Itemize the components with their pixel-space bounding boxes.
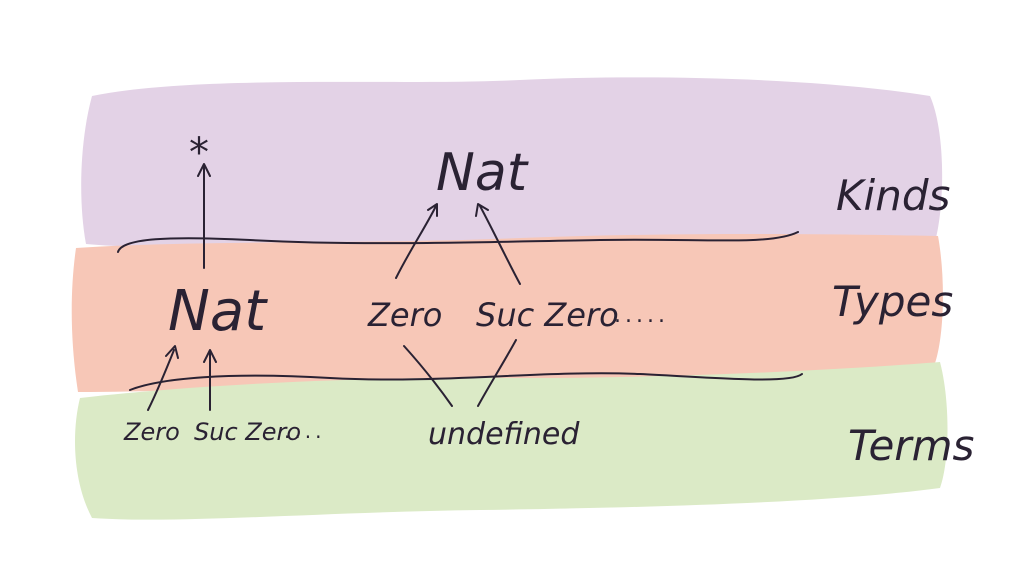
kind-nat-label: Nat [436,143,529,203]
type-suczero-label: Suc Zero [476,296,619,334]
type-nat-label: Nat [168,279,268,344]
kinds-types-boundary [117,231,799,253]
term-suczero-label: Suc Zero [194,418,301,446]
types-terms-boundary [129,372,803,391]
layer-label-kinds: Kinds [836,171,950,220]
terms-band [75,362,948,520]
layer-label-terms: Terms [848,421,974,470]
arrow-termzero-to-type-nat [147,345,179,411]
arrows [147,163,521,411]
arrow-nat-to-star [197,163,211,269]
types-band [71,234,943,392]
type-ellipsis: ..... [614,303,669,328]
term-ellipsis: .... [284,419,325,443]
kind-star-label: * [189,130,209,176]
term-zero-label: Zero [123,418,180,446]
kinds-band [81,77,943,248]
line-undefined-to-suczero [477,339,517,407]
line-undefined-to-zero [403,345,453,407]
arrow-zero-to-kind-nat [395,203,438,279]
arrow-termsuczero-to-type-nat [203,349,217,411]
type-zero-label: Zero [367,296,442,334]
layer-label-types: Types [832,277,953,326]
term-undefined-label: undefined [428,417,580,452]
arrow-suczero-to-kind-nat [475,203,521,285]
